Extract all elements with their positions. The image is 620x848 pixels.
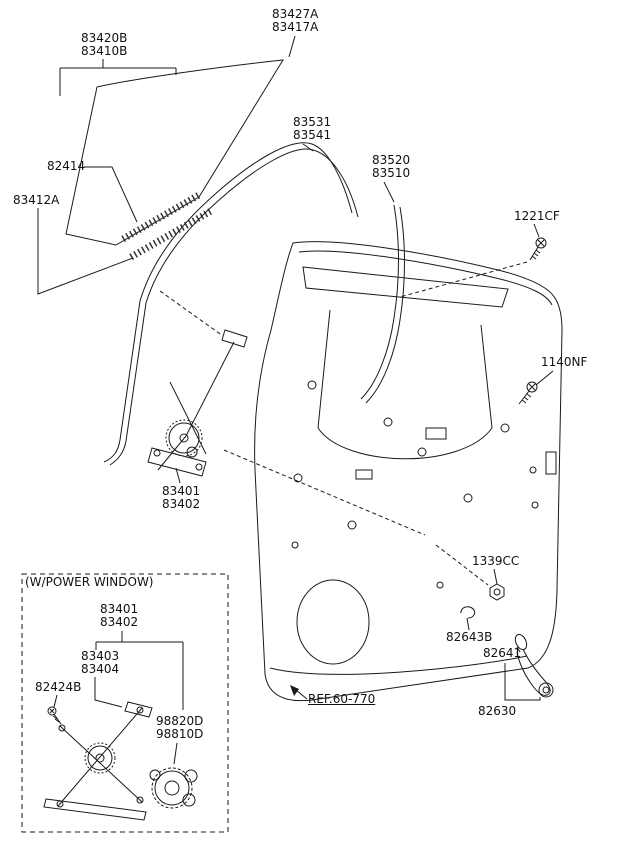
label-door-ref: REF.60-770 bbox=[308, 693, 375, 706]
label-escutcheon: 82643B bbox=[446, 631, 492, 644]
label-run-rear: 83520 83510 bbox=[372, 154, 410, 180]
pw-motor-shape bbox=[149, 767, 198, 809]
label-pw-arm: 83403 83404 bbox=[81, 650, 119, 676]
label-pw-bolt: 82424B bbox=[35, 681, 81, 694]
label-handle-assy: 82630 bbox=[478, 705, 516, 718]
part-number-text: 82641 bbox=[483, 646, 522, 660]
part-number-text: 83402 bbox=[100, 615, 139, 629]
screw-1140NF-icon bbox=[518, 381, 538, 405]
power-window-box-outline bbox=[21, 573, 229, 833]
part-number-text: 83412A bbox=[13, 193, 60, 207]
door-panel-shape bbox=[254, 241, 563, 702]
label-grommet: 1339CC bbox=[472, 555, 519, 568]
ref-arrowhead bbox=[290, 685, 299, 696]
part-number-text: 83403 bbox=[81, 649, 120, 663]
label-regulator-main: 83401 83402 bbox=[162, 485, 200, 511]
part-number-text: 82414 bbox=[47, 159, 86, 173]
bolt-82424B-icon bbox=[47, 706, 62, 725]
screw-1221CF-icon bbox=[529, 237, 547, 261]
part-number-text: 98810D bbox=[156, 727, 204, 741]
power-window-caption: (W/POWER WINDOW) bbox=[25, 576, 153, 589]
dashed-leader-lines bbox=[159, 261, 528, 586]
part-number-text: 82424B bbox=[35, 680, 82, 694]
belt-weatherstrip-shapes bbox=[121, 191, 213, 261]
label-screw-1140nf: 1140NF bbox=[541, 356, 587, 369]
label-screw-1221cf: 1221CF bbox=[514, 210, 560, 223]
grommet-1339CC-icon bbox=[489, 583, 505, 601]
label-belt-outer: 83412A bbox=[13, 194, 59, 207]
crank-handle-shape bbox=[514, 633, 554, 698]
part-number-text: 83417A bbox=[272, 20, 319, 34]
part-number-text: 1140NF bbox=[541, 355, 588, 369]
label-glass-assy: 83420B 83410B bbox=[81, 32, 127, 58]
part-number-text: 82643B bbox=[446, 630, 493, 644]
part-number-text: 83427A bbox=[272, 7, 319, 21]
part-number-text: 83420B bbox=[81, 31, 128, 45]
clip-82643B-icon bbox=[460, 606, 476, 619]
label-run-front: 83531 83541 bbox=[293, 116, 331, 142]
ref-text: REF.60-770 bbox=[308, 692, 376, 706]
glass-run-rear-shape bbox=[360, 204, 405, 404]
part-number-text: 83541 bbox=[293, 128, 332, 142]
part-number-text: 1339CC bbox=[472, 554, 520, 568]
part-number-text: 83404 bbox=[81, 662, 120, 676]
part-number-text: 98820D bbox=[156, 714, 204, 728]
door-glass-shape bbox=[65, 59, 284, 246]
glass-run-front-shape bbox=[103, 142, 359, 466]
label-leader-lines bbox=[37, 35, 554, 765]
part-number-text: 83401 bbox=[162, 484, 201, 498]
part-number-text: 83401 bbox=[100, 602, 139, 616]
label-glass-run-outer: 83427A 83417A bbox=[272, 8, 318, 34]
label-pw-motor: 98820D 98810D bbox=[156, 715, 203, 741]
label-handle-knob: 82641 bbox=[483, 647, 521, 660]
part-number-text: 83410B bbox=[81, 44, 128, 58]
label-belt-inner: 82414 bbox=[47, 160, 85, 173]
part-number-text: 83520 bbox=[372, 153, 411, 167]
label-pw-regulator: 83401 83402 bbox=[100, 603, 138, 629]
caption-text: (W/POWER WINDOW) bbox=[25, 575, 154, 589]
window-regulator-shape bbox=[147, 329, 248, 477]
part-number-text: 1221CF bbox=[514, 209, 560, 223]
part-number-text: 83510 bbox=[372, 166, 411, 180]
part-number-text: 83531 bbox=[293, 115, 332, 129]
part-number-text: 82630 bbox=[478, 704, 517, 718]
pw-regulator-shape bbox=[43, 701, 153, 821]
part-number-text: 83402 bbox=[162, 497, 201, 511]
